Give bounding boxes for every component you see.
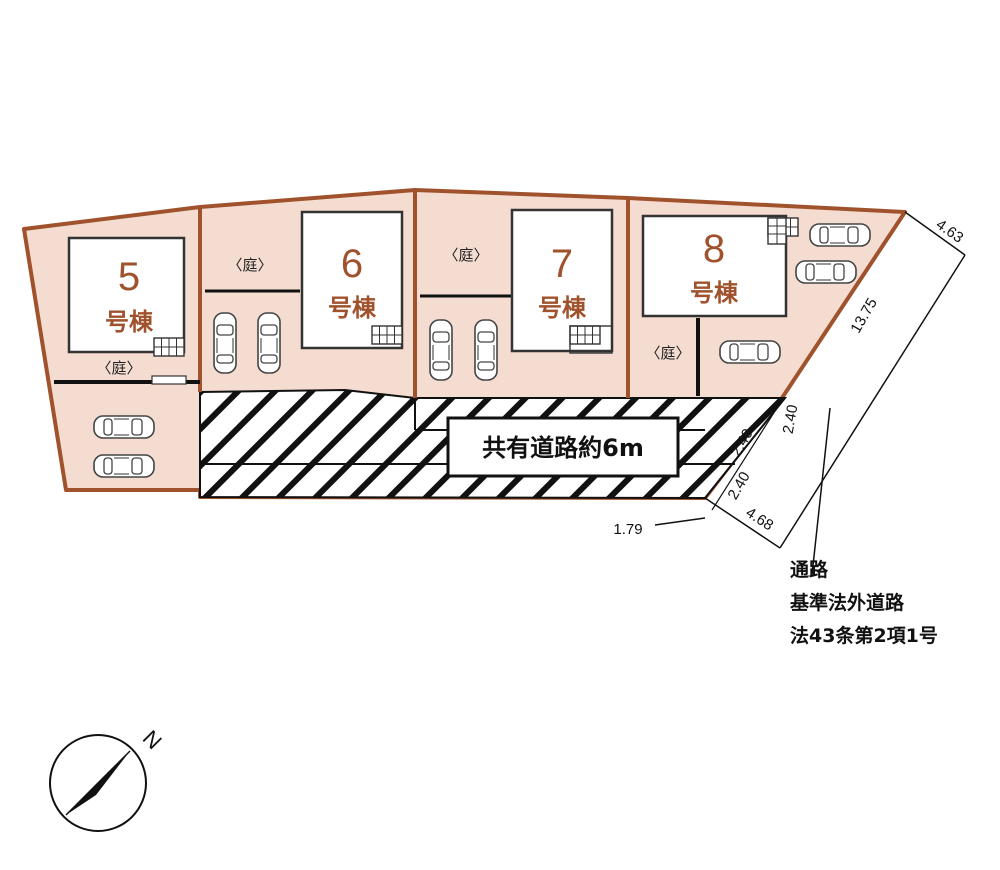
road-note-line1: 通路 xyxy=(790,558,829,581)
compass: N xyxy=(49,725,167,832)
lot-7-garden-label: 〈庭〉 xyxy=(443,246,488,264)
house-7 xyxy=(510,208,614,353)
road-note-line2: 基準法外道路 xyxy=(789,591,905,614)
lot-5-label: 号棟 xyxy=(105,308,154,336)
lot-7-number: 7 xyxy=(551,242,573,286)
parking-car xyxy=(795,260,857,284)
parking-car xyxy=(213,312,237,374)
dimension-label: 4.68 xyxy=(743,504,777,534)
parking-car xyxy=(809,223,871,247)
lot-6-number: 6 xyxy=(341,242,363,286)
parking-car xyxy=(93,415,155,439)
lot-5-garden-label: 〈庭〉 xyxy=(96,359,141,377)
lot-8-number: 8 xyxy=(703,227,725,271)
dimension-label: 2.40 xyxy=(724,469,753,503)
parking-car xyxy=(719,340,781,364)
parking-car xyxy=(474,319,498,381)
parking-car xyxy=(429,319,453,381)
compass-circle xyxy=(49,734,147,832)
lot-6-garden-label: 〈庭〉 xyxy=(227,256,272,274)
parking-car xyxy=(257,312,281,374)
dimension-label: 2.40 xyxy=(780,403,802,435)
lot-5-number: 5 xyxy=(118,255,140,299)
house-5 xyxy=(67,236,186,354)
lot-6-label: 号棟 xyxy=(328,294,377,322)
parking-car xyxy=(93,454,155,478)
house-8 xyxy=(641,214,788,318)
lot-7-label: 号棟 xyxy=(538,294,587,322)
lot-8-label: 号棟 xyxy=(690,279,739,307)
lot-8-garden-label: 〈庭〉 xyxy=(645,344,690,362)
shared-road-label-box xyxy=(446,416,680,478)
road-note-line3: 法43条第2項1号 xyxy=(790,624,938,647)
dimension-label: 1.79 xyxy=(613,521,642,538)
dimension-label: 13.75 xyxy=(847,295,880,336)
shared-road-label: 共有道路約6m xyxy=(482,434,644,462)
compass-north-label: N xyxy=(138,725,167,754)
dimension-label: 4.63 xyxy=(933,216,967,247)
